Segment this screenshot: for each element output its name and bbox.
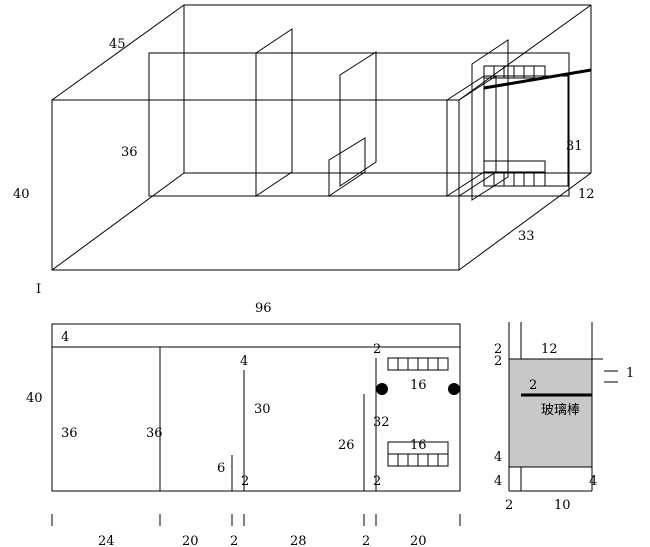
label-32: 32 <box>373 415 390 430</box>
filter-panel <box>446 75 485 197</box>
label-40: 40 <box>13 187 30 202</box>
front-view: 96 4 40 36 36 4 30 6 2 26 2 32 2 16 16 2… <box>26 301 461 547</box>
side-label-10: 10 <box>554 498 571 513</box>
label-26: 26 <box>338 438 355 453</box>
label-33: 33 <box>518 229 535 244</box>
front-outline <box>51 323 461 492</box>
label-36a: 36 <box>61 426 78 441</box>
label-31: 31 <box>566 139 583 154</box>
label-p2c: 2 <box>373 474 381 489</box>
bottom-dim-0: 24 <box>98 534 115 547</box>
rod-end-right <box>448 383 460 395</box>
glass-rod-iso <box>483 68 592 90</box>
front-sponge-top-ticks <box>397 358 439 370</box>
side-label-4b: 4 <box>494 474 502 489</box>
filter-box <box>483 75 569 187</box>
side-label-2top: 2 <box>494 342 502 357</box>
side-label-4a: 4 <box>494 450 502 465</box>
bottom-dim-2: 2 <box>230 534 238 547</box>
box-edge <box>458 172 592 271</box>
sponge-bottom-ticks <box>484 171 545 186</box>
label-36: 36 <box>121 145 138 160</box>
label-96: 96 <box>255 301 272 316</box>
label-45: 45 <box>109 37 126 52</box>
bottom-dim-4: 2 <box>362 534 370 547</box>
view-marker: I <box>36 282 41 297</box>
isometric-view: 45 36 40 31 12 33 I <box>13 4 595 297</box>
partition-panel <box>339 51 377 187</box>
partition-panel <box>255 28 293 197</box>
label-p2a: 2 <box>241 474 249 489</box>
bottom-dim-1: 20 <box>182 534 199 547</box>
filter-panel <box>458 75 497 197</box>
box-edge <box>51 172 185 271</box>
side-shaded-area <box>509 359 592 467</box>
glass-rod-label: 玻璃棒 <box>541 403 580 418</box>
rod-end-left <box>376 383 388 395</box>
label-30: 30 <box>254 402 271 417</box>
label-16b: 16 <box>410 438 427 453</box>
side-label-2b: 2 <box>494 354 502 369</box>
filter-panel <box>471 39 509 201</box>
label-16a: 16 <box>410 378 427 393</box>
bottom-dim-5: 20 <box>410 534 427 547</box>
side-view: 2 2 12 1 2 玻璃棒 4 4 4 2 10 <box>494 322 634 513</box>
side-label-2bot: 2 <box>505 498 513 513</box>
sponge-top-ticks <box>493 66 535 78</box>
label-36b: 36 <box>146 426 163 441</box>
water-level-outline <box>148 52 570 197</box>
partition-small <box>328 137 366 197</box>
side-label-4c: 4 <box>589 474 597 489</box>
label-p4: 4 <box>240 354 248 369</box>
bottom-dim-3: 28 <box>290 534 307 547</box>
side-label-12: 12 <box>541 342 558 357</box>
label-6: 6 <box>217 461 225 476</box>
label-front40: 40 <box>26 391 43 406</box>
bottom-ticks <box>51 514 461 526</box>
label-12: 12 <box>578 187 595 202</box>
side-label-2c: 2 <box>529 378 537 393</box>
label-top4: 4 <box>61 330 69 345</box>
box-edge <box>51 4 185 101</box>
front-sponge-bottom-ticks <box>388 453 448 466</box>
side-label-1: 1 <box>626 366 634 381</box>
label-p2b: 2 <box>373 342 381 357</box>
